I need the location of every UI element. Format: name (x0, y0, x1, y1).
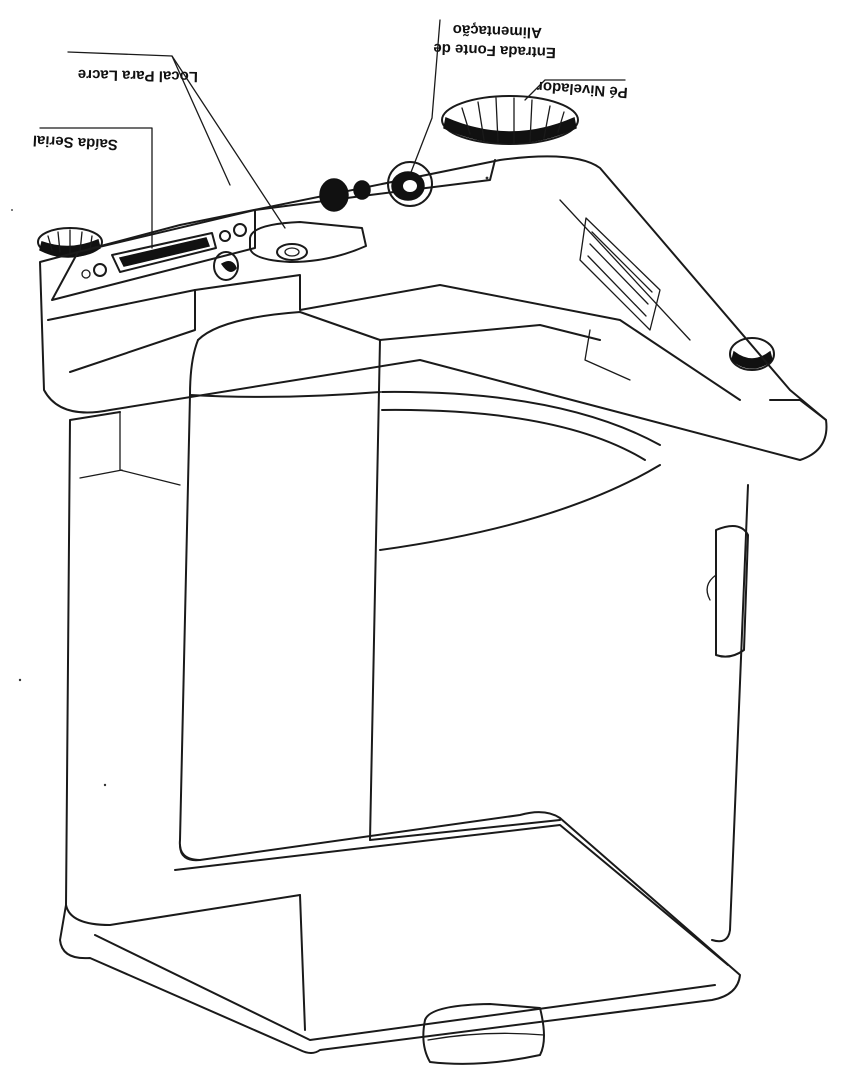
bottom-frame (59, 811, 741, 1065)
rating-label-plate (579, 217, 661, 331)
front-handle (422, 1003, 545, 1065)
power-input (319, 161, 433, 212)
seal-boss (213, 221, 367, 281)
leveling-foot-top (441, 95, 579, 145)
leveling-foot-right (729, 337, 775, 371)
label-leveling-foot: Pé Nivelador (536, 78, 628, 101)
leader-seal-location-b (171, 55, 286, 229)
leader-power-input (407, 19, 441, 181)
label-seal-location: Local Para Lacre (78, 66, 198, 85)
leveling-foot-left (37, 227, 103, 258)
leader-leveling-foot (524, 79, 626, 101)
scan-specks (11, 176, 489, 787)
label-power-input-line2: Alimentação (452, 21, 542, 41)
label-signal-output: Saída Serial (32, 132, 118, 153)
label-power-input-line1: Entrada Fonte de (433, 40, 556, 61)
draft-shield (65, 311, 749, 943)
shield-door-handle (715, 525, 749, 658)
leader-signal-output (39, 127, 153, 249)
serial-connector (81, 223, 247, 279)
base-plate (39, 155, 828, 461)
leader-lines (39, 19, 626, 249)
label-group: Saída Serial Local Para Lacre Entrada Fo… (32, 21, 628, 153)
